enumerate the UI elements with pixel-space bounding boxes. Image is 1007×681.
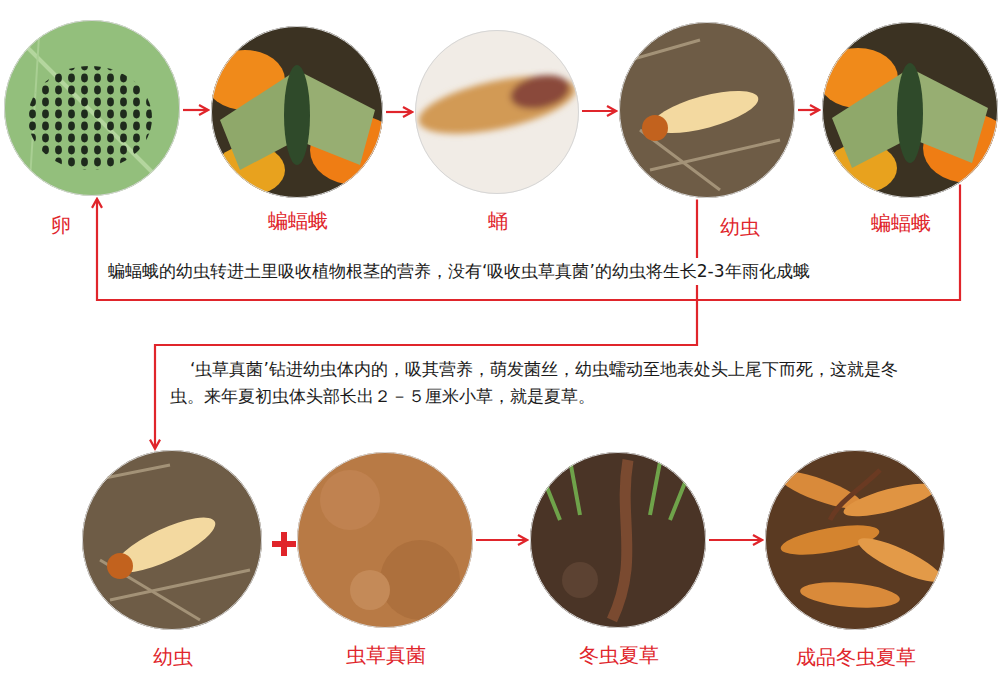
stage-circle: 蛹 (415, 30, 579, 194)
pupa-photo (414, 29, 580, 195)
larva-photo (618, 21, 796, 199)
cordyceps-photo (764, 449, 946, 631)
illustration-part (618, 21, 796, 199)
illustration-part (0, 18, 184, 198)
illustration-part (28, 66, 152, 170)
stage-label: 蛹 (488, 209, 508, 233)
stage-label: 幼虫 (720, 215, 760, 239)
stage-label: 卵 (51, 213, 71, 237)
illustration-part (10, 30, 170, 190)
stage-label: 冬虫夏草 (579, 643, 659, 667)
illustration-part (799, 579, 901, 612)
flow-arrow (386, 111, 412, 113)
stage-circle: 成品冬虫夏草 (765, 450, 945, 630)
stage-circle: 蝙蝠蛾 (211, 26, 383, 198)
egg-photo (0, 18, 184, 198)
stage-circle: 幼虫 (619, 22, 795, 198)
flow-arrow (183, 109, 208, 111)
illustration-part (414, 29, 580, 195)
fungus-photo (296, 451, 474, 629)
stage-label: 蝙蝠蛾 (871, 211, 931, 235)
explanation-note: 蝙蝠蛾的幼虫转进土里吸收植物根茎的营养，没有‘吸收虫草真菌’的幼虫将生长2-3年… (106, 258, 956, 285)
illustration-part (81, 449, 263, 631)
flow-arrow (155, 199, 697, 448)
stage-label: 虫草真菌 (346, 643, 426, 667)
stage-circle: 蝙蝠蛾 (822, 22, 998, 198)
larva-photo (81, 449, 263, 631)
flow-arrow (476, 539, 527, 541)
illustration-part (854, 531, 947, 590)
illustration-part (562, 562, 598, 598)
illustration-part (841, 477, 939, 523)
illustration-part (95, 465, 250, 620)
illustration-part (540, 460, 690, 520)
flow-arrow (798, 109, 819, 111)
illustration-part (320, 470, 380, 530)
stage-circle: 卵 (4, 20, 180, 196)
illustration-part (350, 570, 390, 610)
illustration-part (897, 63, 923, 163)
stage-label: 幼虫 (153, 645, 193, 669)
moth-photo (205, 25, 400, 200)
stage-circle: 虫草真菌 (297, 452, 473, 628)
flow-arrow (97, 184, 960, 300)
stage-circle: 冬虫夏草 (530, 452, 706, 628)
explanation-note: ‘虫草真菌’钻进幼虫体内的，吸其营养，萌发菌丝，幼虫蠕动至地表处头上尾下而死，这… (168, 356, 908, 410)
illustration-part (414, 65, 580, 145)
stage-circle: 幼虫 (82, 450, 262, 630)
stage-label: 成品冬虫夏草 (796, 645, 916, 669)
stage-label: 蝙蝠蛾 (268, 209, 328, 233)
illustration-part (821, 21, 999, 199)
illustration-part (414, 65, 580, 145)
flow-arrow (582, 110, 616, 112)
illustration-part (529, 451, 707, 629)
illustration-part (642, 115, 668, 141)
illustration-part (507, 70, 572, 114)
illustration-part (284, 65, 310, 165)
illustration-part (612, 460, 628, 620)
flow-arrow (709, 539, 762, 541)
moth-photo (818, 21, 1007, 199)
illustration-part (380, 540, 460, 620)
illustration-part (107, 553, 133, 579)
cordyceps-photo (529, 451, 707, 629)
illustration-part (296, 451, 474, 629)
illustration-part (830, 470, 880, 520)
illustration-part (764, 449, 946, 631)
plus-sign (281, 532, 287, 556)
illustration-part (630, 40, 780, 190)
